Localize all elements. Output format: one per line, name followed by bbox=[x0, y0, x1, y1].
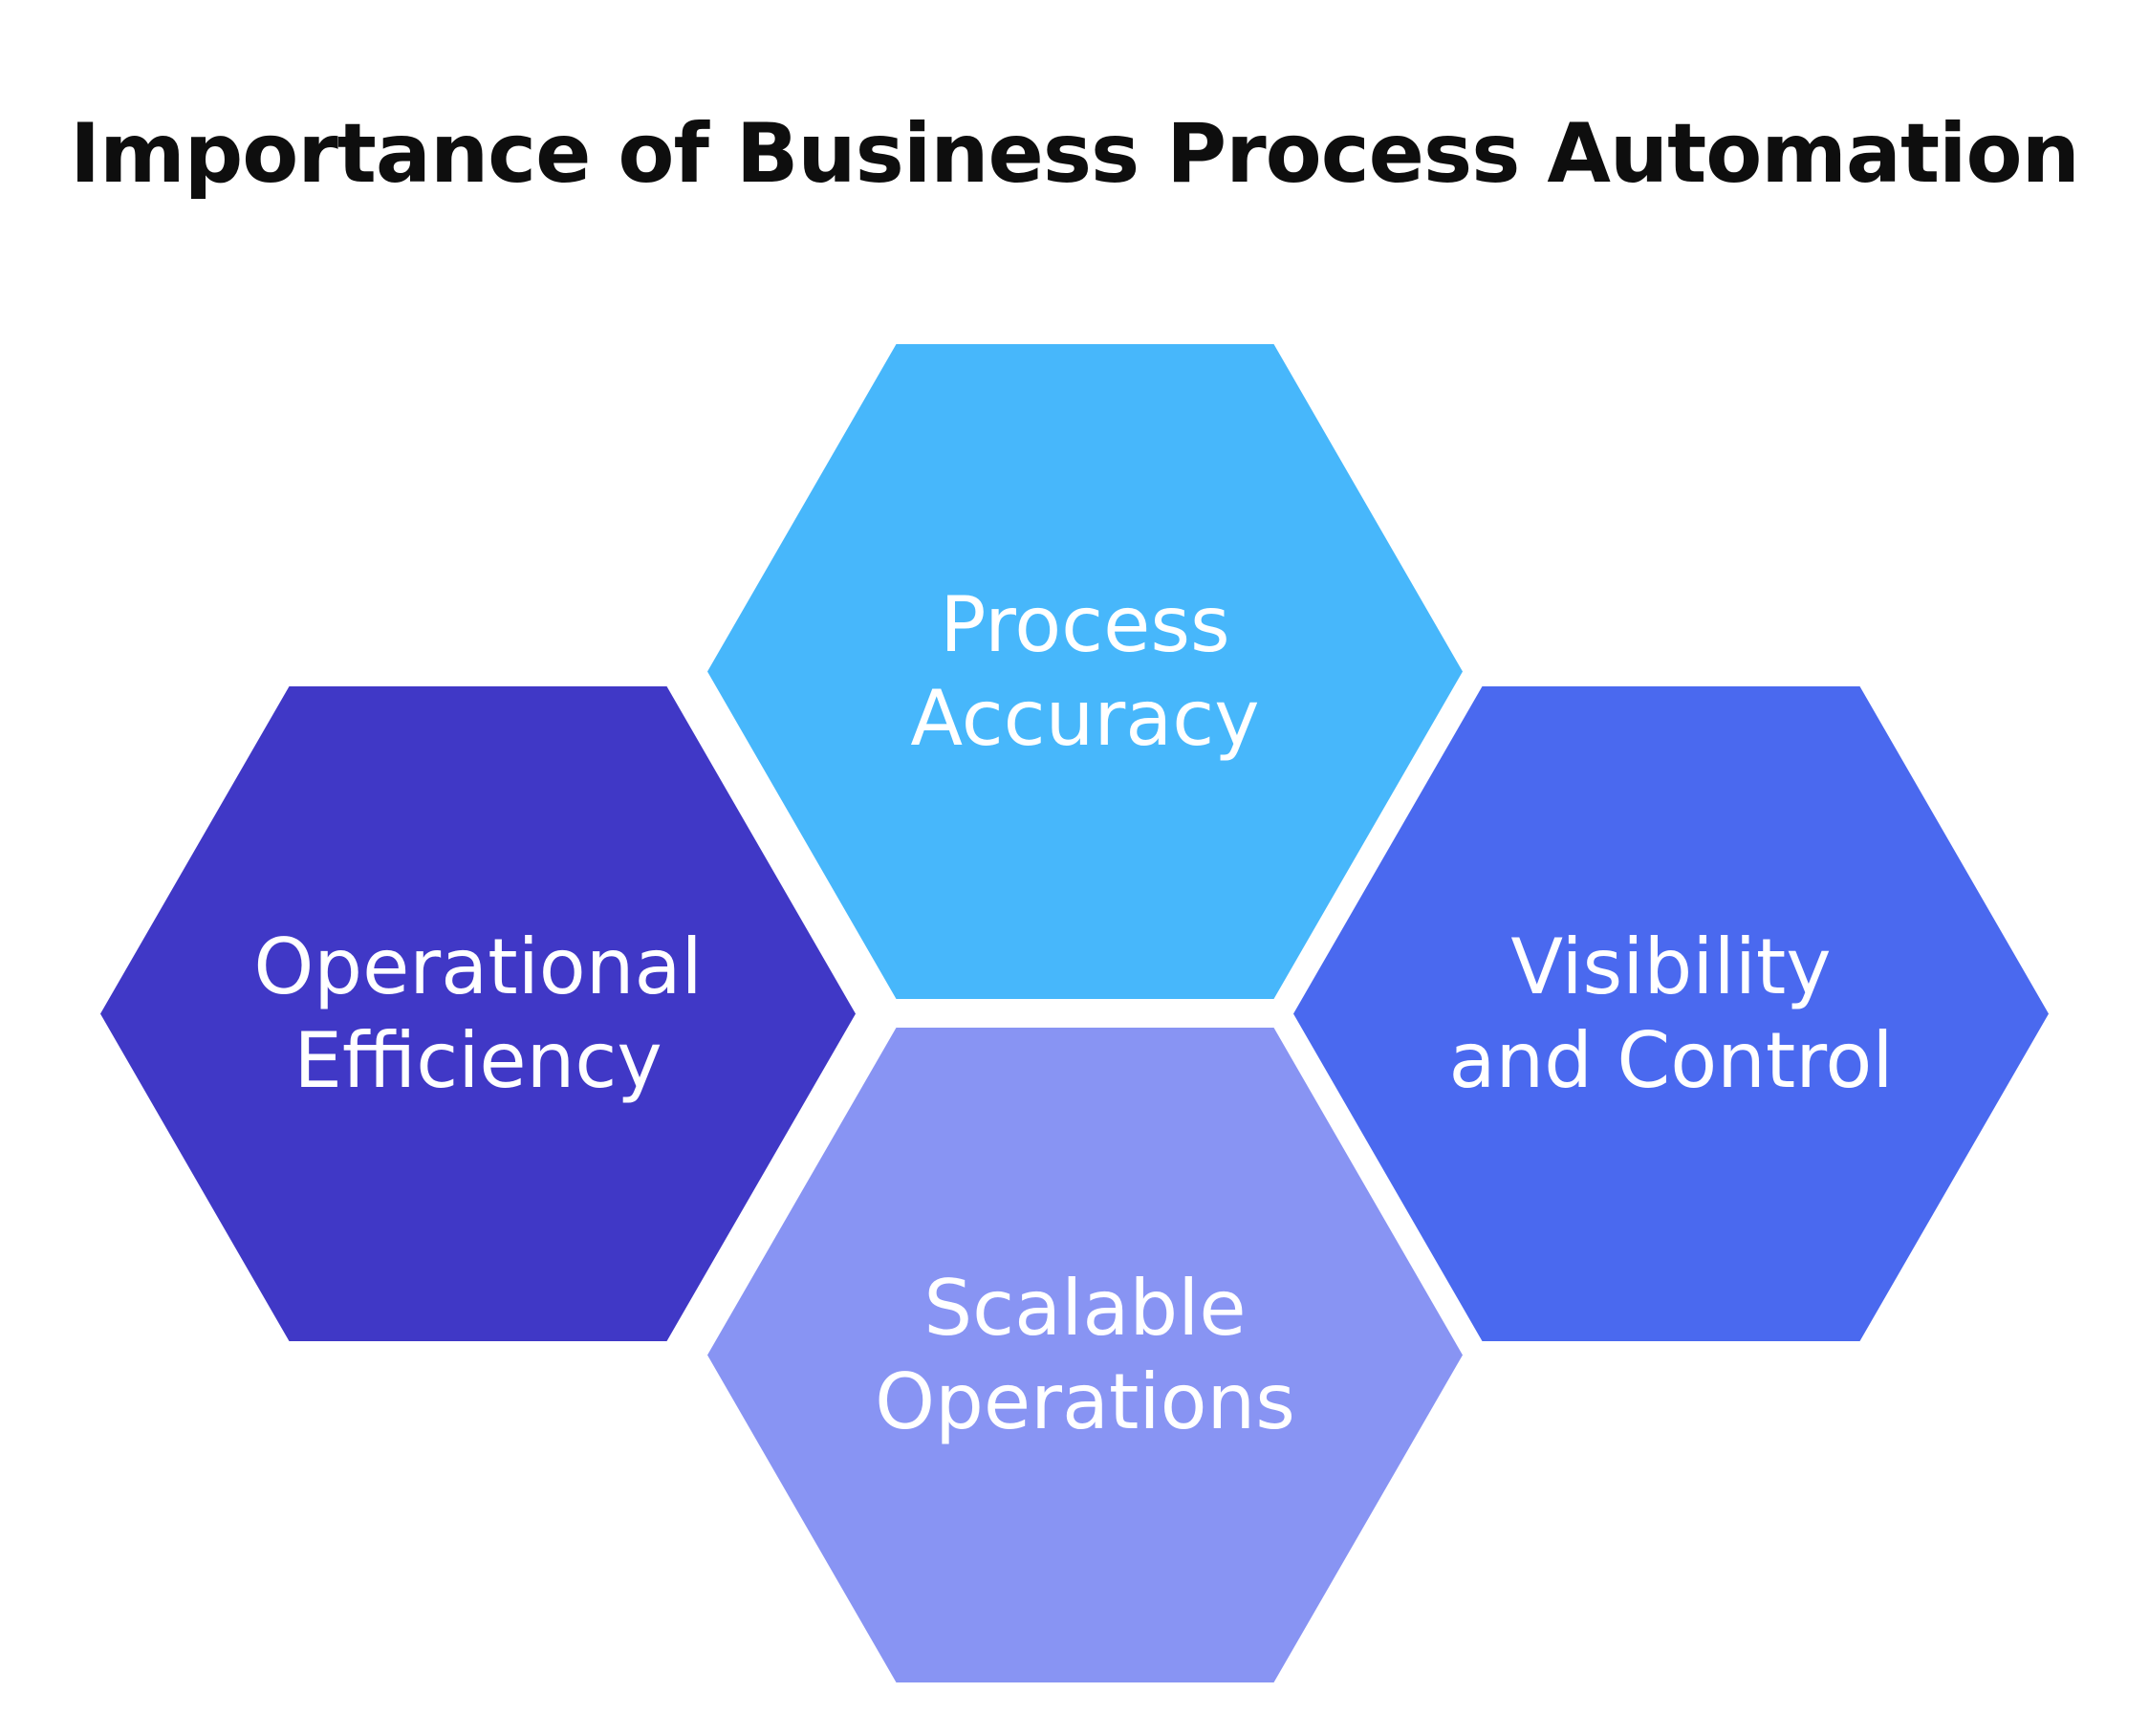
hexagon-operational-efficiency-label: Operational Efficiency bbox=[253, 921, 702, 1107]
hexagon-label-line: Accuracy bbox=[910, 673, 1260, 763]
hexagon-label-line: Efficiency bbox=[293, 1015, 662, 1105]
hexagon-process-accuracy: Process Accuracy bbox=[707, 344, 1463, 999]
hexagon-label-line: Scalable bbox=[923, 1263, 1247, 1353]
hexagon-process-accuracy-label: Process Accuracy bbox=[910, 578, 1259, 765]
hexagon-scalable-operations: Scalable Operations bbox=[707, 1028, 1463, 1682]
hexagon-label-line: Process bbox=[940, 579, 1230, 669]
hexagon-label-line: Operational bbox=[253, 922, 703, 1011]
hexagon-scalable-operations-label: Scalable Operations bbox=[875, 1262, 1295, 1448]
hexagon-operational-efficiency: Operational Efficiency bbox=[100, 686, 856, 1341]
hexagon-label-line: Visibility bbox=[1510, 922, 1832, 1011]
page-title: Importance of Business Process Automatio… bbox=[70, 106, 2080, 202]
hexagon-label-line: and Control bbox=[1448, 1015, 1894, 1105]
hexagon-label-line: Operations bbox=[875, 1356, 1295, 1446]
hexagon-visibility-and-control: Visibility and Control bbox=[1293, 686, 2049, 1341]
hexagon-visibility-and-control-label: Visibility and Control bbox=[1448, 921, 1893, 1107]
